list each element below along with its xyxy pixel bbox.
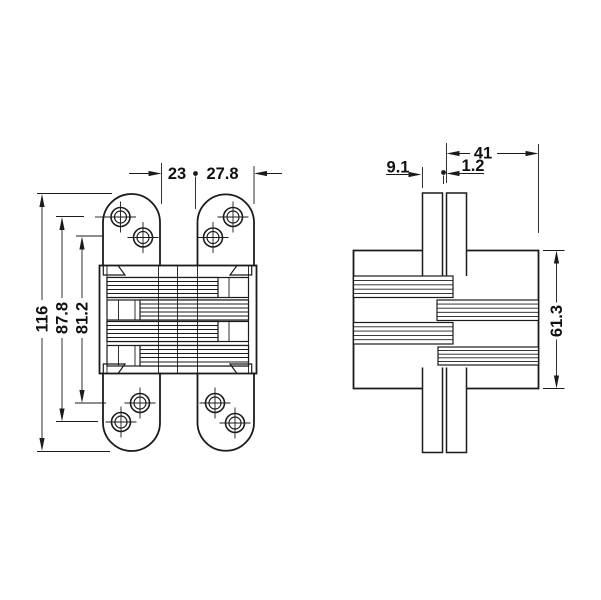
front-bottom-left-leaf [102, 372, 161, 452]
dim-label-41: 41 [474, 145, 492, 163]
side-top-leaves [421, 192, 468, 276]
screw-hole [123, 386, 157, 420]
dim-label-9-1: 9.1 [387, 159, 410, 177]
link-bar-1-hatch [107, 281, 218, 294]
arrowhead-right [525, 150, 539, 157]
screw-hole [218, 406, 252, 440]
link-bar-2-hatch [140, 303, 249, 317]
side-link-bar-1 [352, 275, 454, 299]
dim-leaf-thickness: 9.1 [386, 159, 423, 188]
dim-width-left: 23 [129, 163, 198, 209]
dim-lines [443, 173, 484, 184]
side-link-bar-4-hatch [438, 350, 539, 362]
arrowhead-up [79, 236, 85, 250]
dim-label-81-2: 81.2 [74, 302, 92, 334]
front-link-rows [106, 265, 250, 374]
dim-and-tick-lines [543, 250, 565, 389]
dim-label-27-8: 27.8 [206, 165, 238, 183]
link-bar-3-hatch [107, 325, 218, 338]
arrowhead-down [59, 408, 65, 422]
link-bar-1 [106, 276, 219, 299]
dim-line [56, 216, 98, 422]
front-top-right-leaf [196, 193, 255, 267]
dim-hole-span-inner: 81.2 [74, 235, 106, 404]
dim-hole-span-outer: 87.8 [54, 216, 98, 422]
dim-depth: 41 [446, 143, 539, 233]
screw-hole [216, 200, 250, 234]
dim-and-extension-line [253, 166, 282, 204]
side-bottom-leaves [421, 367, 468, 454]
dim-label-87-8: 87.8 [54, 302, 72, 334]
front-body-edge-lines [158, 265, 198, 374]
dim-body-height: 61.3 [543, 250, 566, 389]
front-view-dimensions: 23 27.8 116 87.8 81.2 [34, 163, 282, 452]
dim-and-extension-lines [446, 143, 539, 233]
dim-line [75, 235, 106, 404]
side-link-bar-1-hatch [353, 279, 453, 295]
front-top-left-leaf [102, 193, 161, 267]
front-corner-chamfers [102, 265, 253, 374]
arrowhead-right [148, 170, 162, 177]
side-link-bar-2-hatch [437, 303, 539, 317]
screw-hole [104, 405, 138, 439]
dim-label-116: 116 [34, 306, 52, 333]
dim-label-1-2: 1.2 [462, 157, 485, 175]
dim-line [37, 193, 112, 452]
arrowhead-down [39, 438, 45, 451]
dim-dot [193, 171, 198, 176]
side-link-bar-2 [436, 299, 540, 322]
screw-hole [126, 221, 160, 254]
link-bar-3 [106, 320, 219, 343]
dim-gap: 1.2 [441, 157, 484, 184]
side-link-bar-3 [352, 321, 454, 345]
arrowhead-left [254, 170, 267, 177]
screw-hole [198, 386, 232, 420]
link-end-caps [118, 277, 230, 366]
screw-hole [104, 200, 137, 234]
side-view-dimensions: 41 9.1 1.2 61.3 [386, 143, 566, 389]
side-view [352, 192, 540, 454]
front-view [95, 193, 258, 452]
arrowhead-down [79, 390, 85, 403]
dim-dot [441, 170, 446, 175]
dim-and-extension-lines [386, 167, 423, 188]
side-link-bar-3-hatch [353, 326, 453, 341]
arrowhead-left [446, 170, 460, 177]
arrowhead-down [553, 375, 560, 389]
arrowhead-left [446, 150, 460, 157]
screw-hole [196, 221, 230, 254]
link-bar-4-hatch [140, 349, 249, 363]
arrowhead-up [553, 250, 560, 264]
arrowhead-up [59, 217, 65, 230]
side-link-bar-4 [437, 346, 540, 366]
link-bar-2 [139, 299, 250, 321]
arrowhead-right [408, 171, 422, 178]
front-bottom-right-leaf [196, 372, 255, 452]
arrowhead-up [39, 194, 45, 207]
dim-width-right: 27.8 [206, 165, 282, 204]
dim-height-total: 116 [34, 193, 112, 452]
link-bar-4 [139, 344, 250, 367]
dim-label-23: 23 [168, 165, 186, 183]
dim-label-61-3: 61.3 [548, 305, 566, 337]
